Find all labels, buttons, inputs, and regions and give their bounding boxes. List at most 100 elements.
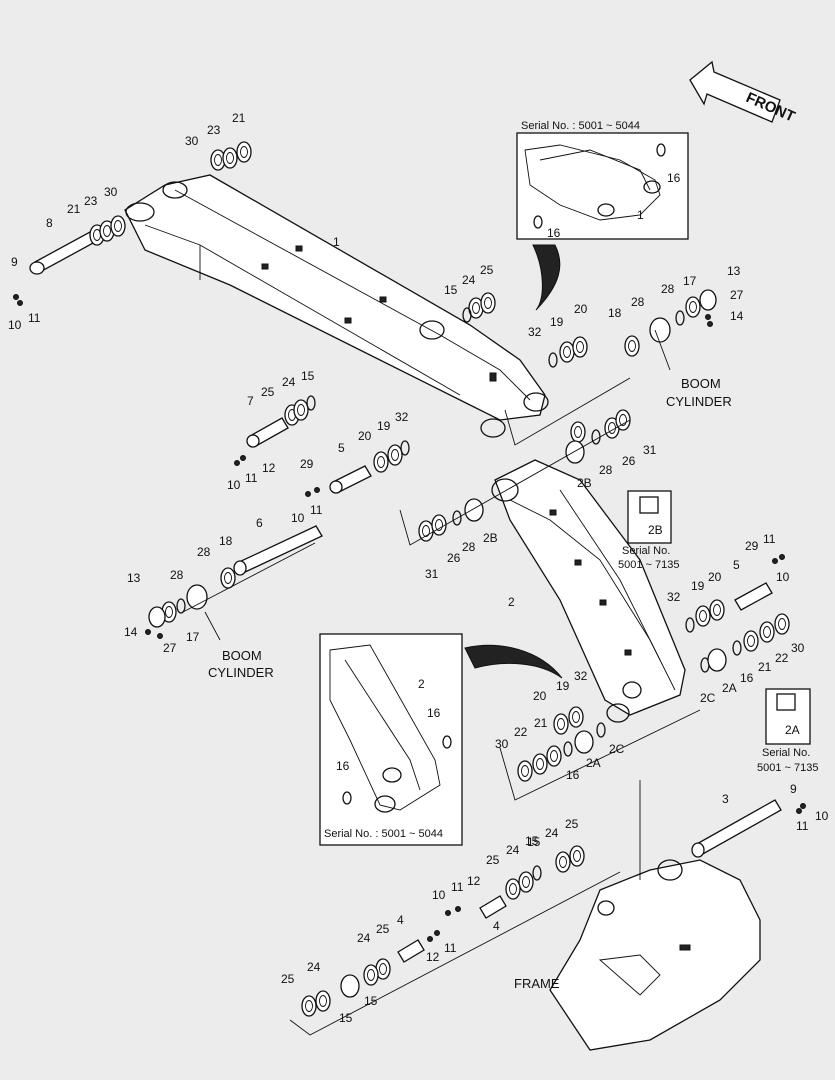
callout-17: 17 [683,274,697,288]
boom-cylinder-label-left-1: BOOM [222,648,262,663]
callout-32: 32 [574,669,588,683]
serial-top-label: Serial No. : 5001 ~ 5044 [521,120,640,132]
pin-7 [246,417,289,448]
arm-part-2 [491,459,686,723]
callout-24: 24 [545,826,559,840]
boom-cylinder-label-right-2: CYLINDER [666,394,732,409]
front-arrow: FRONT [689,60,797,126]
callout-21: 21 [758,660,772,674]
callout-2c: 2C [609,742,625,756]
callout-13: 13 [127,571,141,585]
callout-28: 28 [462,540,476,554]
callout-17: 17 [186,630,200,644]
callout-15: 15 [364,994,378,1008]
serial-2a-label: Serial No. [762,747,810,759]
callout-12: 12 [467,874,481,888]
serial-middle-label: Serial No. : 5001 ~ 5044 [324,828,443,840]
callout-12: 12 [426,950,440,964]
callout-22: 22 [514,725,528,739]
callout-2b-inset: 2B [648,523,663,537]
serial-inset-middle [319,633,563,846]
pin-5b [734,582,773,611]
inset-2a [765,688,811,745]
callout-6: 6 [256,516,263,530]
callout-21: 21 [534,716,548,730]
callout-25: 25 [281,972,295,986]
callout-19: 19 [377,419,391,433]
callout-20: 20 [708,570,722,584]
washers [13,141,806,1017]
callout-21: 21 [67,202,81,216]
boom-cylinder-label-left-2: CYLINDER [208,665,274,680]
pin-8 [29,231,96,275]
callout-24: 24 [462,273,476,287]
callouts: 30 23 21 21 23 30 8 9 10 11 1 24 25 15 3… [8,111,829,1025]
callout-2a: 2A [722,681,737,695]
frame-label: FRAME [514,976,560,991]
pin-3 [691,799,782,858]
callout-26: 26 [622,454,636,468]
callout-30: 30 [791,641,805,655]
callout-25: 25 [486,853,500,867]
callout-23: 23 [207,123,221,137]
pin-6 [233,525,323,576]
callout-11: 11 [310,503,323,517]
callout-20: 20 [574,302,588,316]
callout-32: 32 [667,590,681,604]
callout-2c: 2C [700,691,716,705]
callout-11: 11 [444,941,457,955]
callout-25: 25 [376,922,390,936]
callout-27: 27 [730,288,744,302]
serial-2b-range: 5001 ~ 7135 [618,559,679,571]
callout-2-inset: 2 [418,677,425,691]
callout-4: 4 [397,913,404,927]
callout-31: 31 [425,567,439,581]
callout-10: 10 [8,318,22,332]
callout-20: 20 [358,429,372,443]
callout-9: 9 [790,782,797,796]
callout-3: 3 [722,792,729,806]
callout-15: 15 [525,834,539,848]
callout-23: 23 [84,194,98,208]
callout-4: 4 [493,919,500,933]
serial-inset-top [516,132,689,311]
callout-28: 28 [197,545,211,559]
boom-part-1 [124,174,549,438]
callout-15: 15 [301,369,315,383]
callout-11: 11 [796,819,809,833]
callout-16: 16 [566,768,580,782]
callout-30: 30 [185,134,199,148]
callout-11: 11 [451,880,464,894]
callout-16: 16 [547,226,561,240]
callout-14: 14 [124,625,138,639]
callout-25: 25 [261,385,275,399]
callout-15: 15 [444,283,458,297]
callout-19: 19 [691,579,705,593]
callout-19: 19 [550,315,564,329]
callout-1: 1 [637,208,644,222]
callout-16-inset: 16 [427,706,441,720]
callout-2b: 2B [483,531,498,545]
callout-31: 31 [643,443,657,457]
callout-2a: 2A [586,756,601,770]
callout-25: 25 [565,817,579,831]
callout-11: 11 [245,471,258,485]
callout-32: 32 [395,410,409,424]
callout-1: 1 [333,235,340,249]
callout-28: 28 [631,295,645,309]
callout-19: 19 [556,679,570,693]
pin-5 [329,465,372,494]
callout-32: 32 [528,325,542,339]
callout-30: 30 [104,185,118,199]
callout-29: 29 [300,457,314,471]
callout-9: 9 [11,255,18,269]
callout-15: 15 [527,835,541,849]
callout-12: 12 [262,461,276,475]
boom-cylinder-label-right-1: BOOM [681,376,721,391]
callout-2: 2 [508,595,515,609]
callout-10: 10 [227,478,241,492]
serial-2a-range: 5001 ~ 7135 [757,762,818,774]
callout-11: 11 [763,532,776,546]
